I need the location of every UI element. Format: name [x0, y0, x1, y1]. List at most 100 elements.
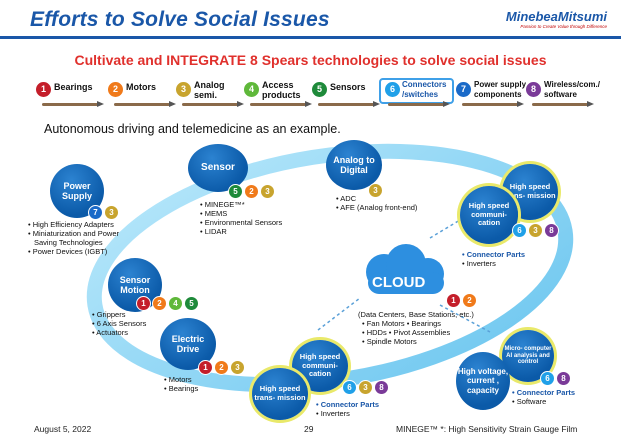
spear-icon — [318, 101, 380, 107]
node-high-speed-communication-top: High speed communi- cation — [460, 186, 518, 244]
list-item: • LIDAR — [200, 227, 227, 236]
spear-label: Connectors /switches — [402, 80, 447, 99]
list-item: • Software — [512, 397, 547, 406]
node-high-voltage: High voltage, current , capacity — [456, 352, 510, 410]
subtitle: Cultivate and INTEGRATE 8 Spears technol… — [74, 52, 547, 68]
list-item: • Connector Parts — [316, 400, 380, 409]
badge-8: 8 — [544, 223, 559, 238]
list-item: • Connector Parts — [512, 388, 576, 397]
footer-date: August 5, 2022 — [34, 424, 92, 434]
list-hs-comm-top: • Connector Parts • Inverters — [462, 250, 525, 268]
badge-3: 3 — [260, 184, 275, 199]
badges-analog: 3 — [368, 180, 384, 198]
list-sensor: • MINEGE™* • MEMS • Environmental Sensor… — [200, 200, 282, 236]
list-item: • Spindle Motors — [362, 337, 417, 346]
header-divider — [0, 36, 621, 39]
badge-4: 4 — [168, 296, 183, 311]
list-item: Saving Technologies — [34, 238, 103, 247]
spear-number: 8 — [526, 82, 541, 97]
list-item: • 6 Axis Sensors — [92, 319, 147, 328]
logo-name: MinebeaMitsumi — [505, 9, 607, 24]
spear-label: Wireless/com./ software — [544, 80, 600, 99]
list-item: • Fan Motors • Bearings — [362, 319, 442, 328]
spear-label: Analog semi. — [194, 80, 225, 100]
spear-label: Motors — [126, 82, 156, 92]
list-item: • High Efficiency Adapters — [28, 220, 114, 229]
list-item: • AFE (Analog front-end) — [336, 203, 418, 212]
node-microcomputer-ai: Micro- computer AI analysis and control — [502, 330, 554, 382]
intro-text: Autonomous driving and telemedicine as a… — [44, 122, 341, 136]
list-analog: • ADC • AFE (Analog front-end) — [336, 194, 417, 212]
spear-number: 6 — [385, 82, 400, 97]
spear-icon — [182, 101, 244, 107]
cloud-label: CLOUD — [372, 274, 426, 291]
list-item: • Motors — [164, 375, 192, 384]
badge-1: 1 — [136, 296, 151, 311]
list-power-supply: • High Efficiency Adapters • Miniaturiza… — [28, 220, 119, 256]
list-sensor-motion: • Grippers • 6 Axis Sensors • Actuators — [92, 310, 146, 337]
list-item: • HDDs • Pivot Assemblies — [362, 328, 451, 337]
badge-5: 5 — [228, 184, 243, 199]
badge-3: 3 — [104, 205, 119, 220]
node-electric-drive: Electric Drive — [160, 318, 216, 370]
list-item: (Data Centers, Base Stations, etc.) — [358, 310, 474, 319]
badge-3: 3 — [230, 360, 245, 375]
badge-3: 3 — [358, 380, 373, 395]
spear-icon — [42, 101, 104, 107]
list-item: • Connector Parts — [462, 250, 526, 259]
list-item: • Inverters — [462, 259, 496, 268]
spear-label: Access products — [262, 80, 301, 100]
footer-note: MINEGE™ *: High Sensitivity Strain Gauge… — [396, 424, 578, 434]
list-electric-drive: • Motors • Bearings — [164, 375, 198, 393]
badge-7: 7 — [88, 205, 103, 220]
spear-number: 7 — [456, 82, 471, 97]
badge-2: 2 — [244, 184, 259, 199]
spear-number: 3 — [176, 82, 191, 97]
list-item: • Grippers — [92, 310, 126, 319]
list-hs-comm-bottom: • Connector Parts • Inverters — [316, 400, 379, 418]
node-analog-to-digital: Analog to Digital — [326, 140, 382, 190]
page-title: Efforts to Solve Social Issues — [30, 8, 330, 31]
badge-5: 5 — [184, 296, 199, 311]
list-item: • MINEGE™* — [200, 200, 245, 209]
footer-page-number: 29 — [304, 424, 314, 434]
spear-icon — [462, 101, 524, 107]
list-high-voltage: • Connector Parts • Software — [512, 388, 575, 406]
spear-icon — [388, 101, 450, 107]
spear-label: Power supply components — [474, 80, 527, 99]
badge-6: 6 — [540, 371, 555, 386]
spear-label: Sensors — [330, 82, 366, 92]
node-high-speed-transmission-bottom: High speed trans- mission — [252, 368, 308, 420]
badge-8: 8 — [556, 371, 571, 386]
list-item: • ADC — [336, 194, 357, 203]
badge-3: 3 — [528, 223, 543, 238]
spear-icon — [250, 101, 312, 107]
company-logo: MinebeaMitsumi Passion to Create Value t… — [506, 9, 607, 29]
list-item: • Environmental Sensors — [200, 218, 283, 227]
logo-tagline: Passion to Create Value through Differen… — [520, 24, 607, 29]
list-cloud: (Data Centers, Base Stations, etc.) • Fa… — [358, 310, 474, 346]
badge-6: 6 — [342, 380, 357, 395]
badge-1: 1 — [198, 360, 213, 375]
spear-label: Bearings — [54, 82, 93, 92]
cloud-icon — [366, 244, 444, 294]
spear-number: 1 — [36, 82, 51, 97]
list-item: • Miniaturization and Power — [28, 229, 120, 238]
badge-8: 8 — [374, 380, 389, 395]
list-item: • Inverters — [316, 409, 350, 418]
spear-icon — [114, 101, 176, 107]
badge-2: 2 — [462, 293, 477, 308]
spear-icon — [532, 101, 594, 107]
badge-1: 1 — [446, 293, 461, 308]
badge-3: 3 — [368, 183, 383, 198]
list-item: • Actuators — [92, 328, 128, 337]
badge-2: 2 — [152, 296, 167, 311]
